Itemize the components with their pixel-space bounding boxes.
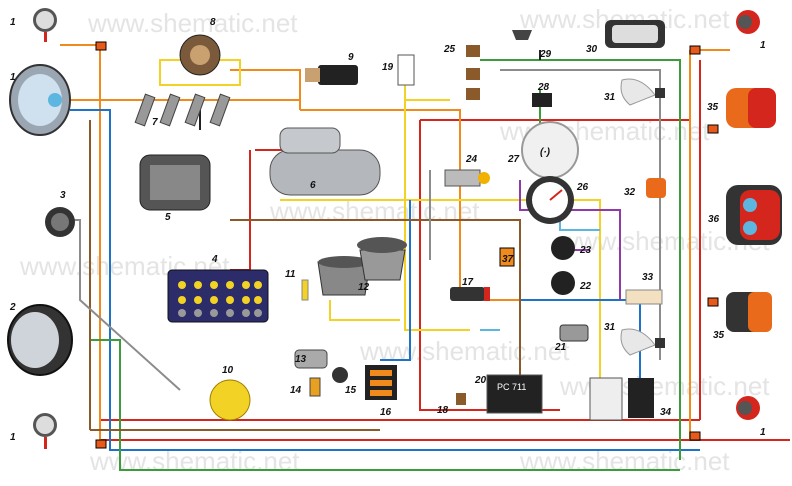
gauge-26-icon xyxy=(526,176,574,224)
lamp-front-left-top xyxy=(33,8,107,51)
label-21: 21 xyxy=(554,342,567,353)
label-19: 19 xyxy=(382,62,394,73)
ignition-switch-icon xyxy=(444,169,490,187)
wire-brown-1 xyxy=(89,120,521,431)
relay-17-icon xyxy=(450,287,490,301)
label-5: 5 xyxy=(165,212,171,223)
label-29: 29 xyxy=(539,49,552,60)
washer-icon xyxy=(625,289,663,305)
label-13: 13 xyxy=(295,354,307,365)
relay-text: PC 711 xyxy=(497,382,526,392)
fuse-block-icon xyxy=(365,365,397,400)
label-22: 22 xyxy=(579,281,592,292)
wire-yellow-2 xyxy=(280,199,601,380)
battery-icon xyxy=(167,269,269,323)
fuse-icon xyxy=(209,379,251,421)
distributor-icon xyxy=(179,34,221,76)
label-35a: 35 xyxy=(707,102,719,113)
label-28: 28 xyxy=(537,82,550,93)
oil-sensor-icon xyxy=(301,279,309,301)
lamp-front-left-bottom xyxy=(33,413,107,449)
switch-18-icon xyxy=(456,393,466,405)
label-7: 7 xyxy=(152,117,158,128)
label-3: 3 xyxy=(60,190,66,201)
label-16: 16 xyxy=(380,407,392,418)
switch-19-icon xyxy=(397,54,415,86)
wire-blue-2 xyxy=(380,200,411,361)
label-37: 37 xyxy=(502,254,514,265)
label-34: 34 xyxy=(660,407,672,418)
horn-icon xyxy=(45,207,75,237)
lamp-28-icon xyxy=(532,93,552,107)
gauge-22-icon xyxy=(551,271,575,295)
label-6: 6 xyxy=(310,180,316,191)
label-14: 14 xyxy=(290,385,302,396)
label-2: 2 xyxy=(9,302,16,313)
label-35b: 35 xyxy=(713,330,725,341)
plate-lamp-icon xyxy=(605,20,665,48)
temp-sensor-icon xyxy=(309,377,321,397)
headlamp-bottom-icon xyxy=(7,304,73,376)
gauge-23-icon xyxy=(551,236,575,260)
generator-icon xyxy=(139,154,211,211)
motor-icon xyxy=(294,349,328,369)
cup-icons xyxy=(317,237,407,296)
label-26: 26 xyxy=(576,182,589,193)
label-18: 18 xyxy=(437,405,449,416)
label-25: 25 xyxy=(443,44,456,55)
label-17: 17 xyxy=(462,277,474,288)
label-1a: 1 xyxy=(10,17,16,28)
tail-lamp-bottom-icon xyxy=(707,292,772,332)
switch-15-icon xyxy=(332,367,348,383)
label-24: 24 xyxy=(465,154,478,165)
label-11: 11 xyxy=(285,269,296,280)
lamp-32-icon xyxy=(646,178,666,198)
tail-lamp-top-icon xyxy=(707,88,776,134)
spark-plug-icon xyxy=(134,93,231,127)
label-12: 12 xyxy=(358,282,370,293)
coil-icon xyxy=(305,65,358,85)
label-23: 23 xyxy=(579,245,592,256)
label-31a: 31 xyxy=(604,92,616,103)
lamp-29-icon xyxy=(512,30,532,40)
label-36: 36 xyxy=(708,214,720,225)
lamp-31-top-icon xyxy=(620,78,665,106)
module-37-icon xyxy=(499,247,515,267)
label-33: 33 xyxy=(642,272,654,283)
gauge-icon: (·) xyxy=(521,121,579,179)
switch-25-icon xyxy=(466,45,480,100)
switch-34-icon xyxy=(589,377,654,421)
svg-text:(·): (·) xyxy=(540,147,551,158)
combi-lamp-icon xyxy=(726,185,782,245)
label-1d: 1 xyxy=(760,427,766,438)
label-31b: 31 xyxy=(604,322,616,333)
lamp-31-bottom-icon xyxy=(620,328,665,356)
label-15: 15 xyxy=(345,385,357,396)
watermark-10: www.shematic.net xyxy=(359,336,570,366)
label-27: 27 xyxy=(507,154,520,165)
label-headlamp: 1 xyxy=(10,72,16,83)
relay-icon: PC 711 xyxy=(486,374,543,414)
label-10: 10 xyxy=(222,365,234,376)
label-30: 30 xyxy=(586,44,598,55)
switch-21-icon xyxy=(559,324,589,342)
starter-icon xyxy=(269,127,381,196)
lamp-rear-right-top xyxy=(689,10,760,55)
label-1c: 1 xyxy=(760,40,766,51)
label-8: 8 xyxy=(210,17,216,28)
watermark-1: www.shematic.net xyxy=(87,8,298,38)
label-1b: 1 xyxy=(10,432,16,443)
label-32: 32 xyxy=(624,187,636,198)
wire-orange-1 xyxy=(60,44,730,445)
label-4: 4 xyxy=(211,254,218,265)
lamp-rear-right-bottom xyxy=(689,396,760,441)
label-9: 9 xyxy=(348,52,354,63)
headlamp-icon xyxy=(9,64,71,136)
label-20: 20 xyxy=(474,375,487,386)
